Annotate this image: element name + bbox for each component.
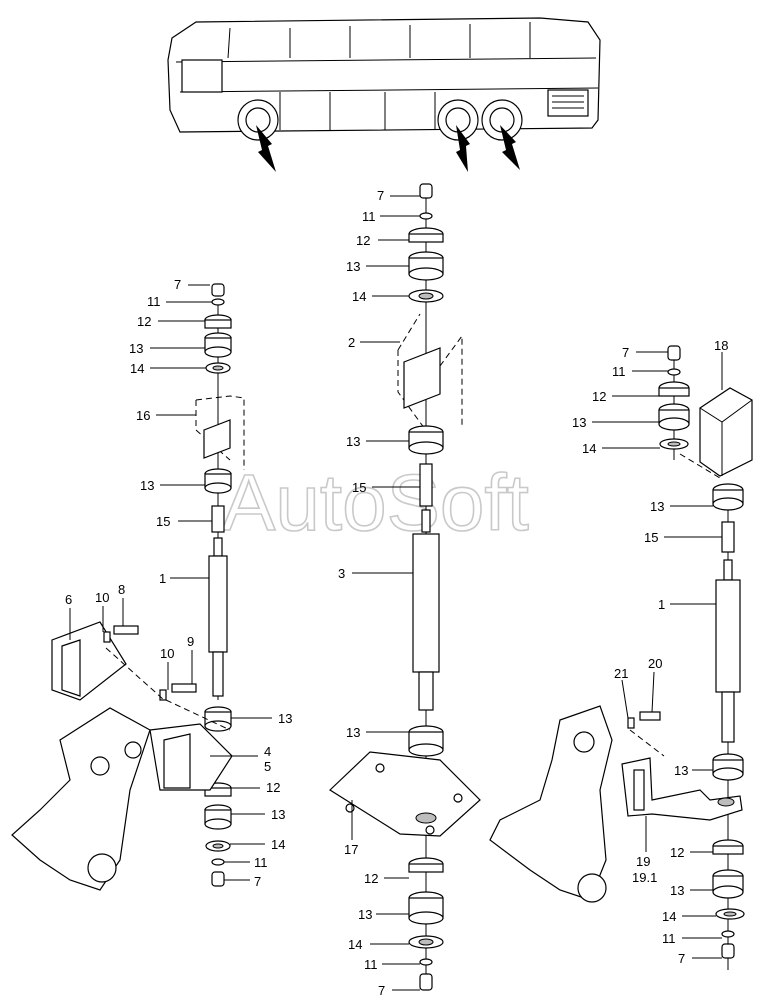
callout-7: 7 — [254, 874, 261, 889]
wheel-rear-2 — [481, 99, 523, 141]
callout-13: 13 — [572, 415, 586, 430]
callout-13: 13 — [346, 725, 360, 740]
right-shock-assembly — [489, 345, 753, 970]
wheel-front — [237, 99, 279, 141]
callout-7: 7 — [174, 277, 181, 292]
callout-14: 14 — [662, 909, 676, 924]
callout-15: 15 — [644, 530, 658, 545]
callout-15: 15 — [352, 480, 366, 495]
callout-12: 12 — [266, 780, 280, 795]
callout-11: 11 — [362, 209, 376, 224]
callout-13: 13 — [271, 807, 285, 822]
callout-14: 14 — [348, 937, 362, 952]
callout-19: 19 — [636, 854, 650, 869]
arrow-rear-axle-1 — [456, 125, 470, 172]
callout-11: 11 — [612, 364, 626, 379]
callout-16: 16 — [136, 408, 150, 423]
callout-14: 14 — [352, 289, 366, 304]
callout-7: 7 — [377, 188, 384, 203]
callout-12: 12 — [592, 389, 606, 404]
callout-19-1: 19.1 — [632, 870, 657, 885]
center-shock-assembly — [329, 183, 481, 991]
callout-14: 14 — [130, 361, 144, 376]
callout-13: 13 — [278, 711, 292, 726]
callout-4: 4 — [264, 744, 271, 759]
callout-12: 12 — [364, 871, 378, 886]
callout-3: 3 — [338, 566, 345, 581]
callout-10: 10 — [160, 646, 174, 661]
callout-1: 1 — [159, 571, 166, 586]
leader-lines — [69, 195, 723, 991]
callout-13: 13 — [670, 883, 684, 898]
callout-1: 1 — [658, 597, 665, 612]
callout-15: 15 — [156, 514, 170, 529]
callout-7: 7 — [678, 951, 685, 966]
callout-18: 18 — [714, 338, 728, 353]
callout-6: 6 — [65, 592, 72, 607]
callout-12: 12 — [137, 314, 151, 329]
callout-13: 13 — [140, 478, 154, 493]
callout-labels-center: 7 11 12 13 14 2 13 15 3 13 17 12 13 14 1… — [338, 188, 385, 998]
callout-13: 13 — [650, 499, 664, 514]
callout-20: 20 — [648, 656, 662, 671]
callout-7: 7 — [378, 983, 385, 998]
callout-11: 11 — [147, 294, 161, 309]
left-shock-assembly — [11, 283, 245, 891]
callout-2: 2 — [348, 335, 355, 350]
callout-14: 14 — [271, 837, 285, 852]
callout-labels-left: 7 11 12 13 14 16 13 15 1 6 10 8 10 9 13 … — [65, 277, 292, 889]
callout-12: 12 — [356, 233, 370, 248]
callout-13: 13 — [674, 763, 688, 778]
callout-17: 17 — [344, 842, 358, 857]
callout-9: 9 — [187, 634, 194, 649]
wheel-rear-1 — [437, 99, 479, 141]
callout-13: 13 — [346, 434, 360, 449]
callout-7: 7 — [622, 345, 629, 360]
arrow-front-axle — [256, 125, 276, 172]
callout-11: 11 — [662, 931, 676, 946]
arrow-rear-axle-2 — [500, 125, 520, 170]
callout-11: 11 — [254, 855, 268, 870]
callout-11: 11 — [364, 957, 378, 972]
callout-10: 10 — [95, 590, 109, 605]
callout-5: 5 — [264, 759, 271, 774]
bus-illustration — [167, 17, 601, 172]
callout-8: 8 — [118, 582, 125, 597]
watermark-text: AutoSoft — [222, 458, 529, 547]
callout-12: 12 — [670, 845, 684, 860]
callout-13: 13 — [346, 259, 360, 274]
callout-13: 13 — [129, 341, 143, 356]
callout-21: 21 — [614, 666, 628, 681]
callout-labels-right: 7 18 11 12 13 14 13 15 1 21 20 13 19 19.… — [572, 338, 728, 966]
callout-14: 14 — [582, 441, 596, 456]
callout-13: 13 — [358, 907, 372, 922]
